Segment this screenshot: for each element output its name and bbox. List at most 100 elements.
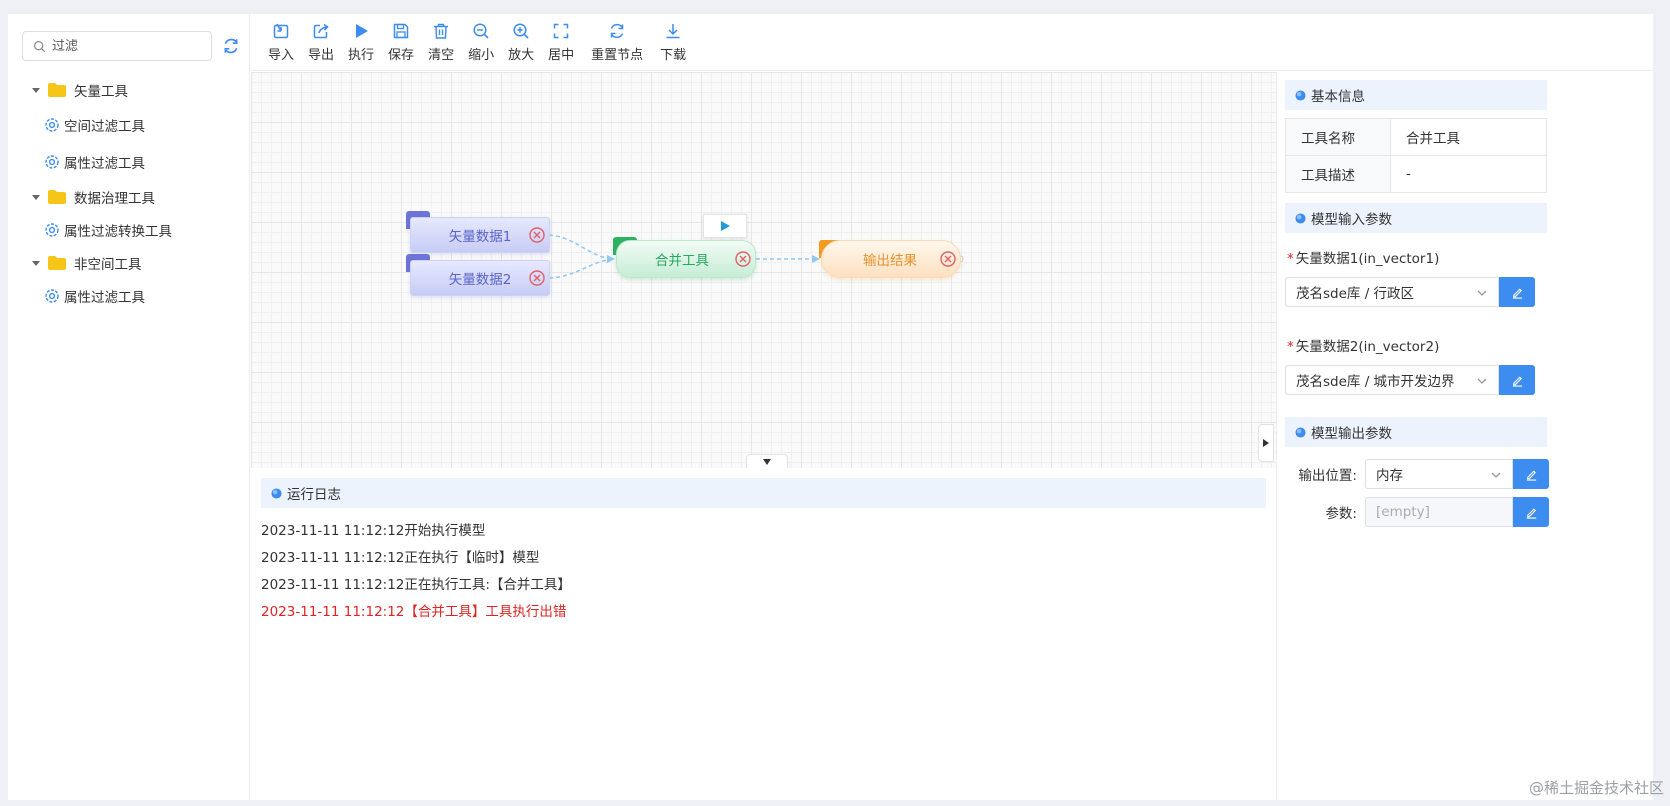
node-run-button[interactable]: [703, 214, 747, 238]
badge-icon: [271, 487, 282, 499]
log-lines: 2023-11-11 11:12:12开始执行模型 2023-11-11 11:…: [251, 508, 1276, 626]
arrow-head: [812, 255, 820, 263]
search-icon: [34, 40, 46, 52]
node-label: 矢量数据2: [448, 272, 512, 288]
tree-leaf-label: 属性过滤工具: [64, 289, 145, 306]
toolbar-label: 导入: [268, 48, 295, 63]
toolbar-label: 放大: [508, 48, 535, 63]
chevron-down-icon: [1491, 472, 1501, 478]
log-title: 运行日志: [287, 487, 341, 503]
edit-button[interactable]: [1499, 277, 1535, 307]
zoom-in-button[interactable]: 放大: [501, 22, 541, 63]
fullscreen-icon: [553, 23, 569, 39]
edit-button[interactable]: [1499, 365, 1535, 395]
tree-folder-label: 非空间工具: [74, 256, 142, 273]
download-icon: [666, 24, 680, 39]
output-param-field[interactable]: [empty]: [1365, 497, 1513, 527]
import-icon: [273, 23, 289, 39]
tree-folder-label: 矢量工具: [74, 83, 128, 100]
play-icon: [721, 221, 730, 231]
param-label-text: 矢量数据2(in_vector2): [1295, 339, 1440, 355]
section-title: 模型输出参数: [1311, 426, 1392, 442]
tree-folder-vector-tools[interactable]: 矢量工具: [8, 72, 250, 107]
center-button[interactable]: 居中: [541, 22, 581, 63]
edit-button[interactable]: [1513, 497, 1549, 527]
in-vector2-select[interactable]: 茂名sde库 / 城市开发边界: [1285, 365, 1499, 395]
save-icon: [393, 23, 409, 39]
info-key: 工具名称: [1285, 118, 1391, 156]
caret-down-icon: [32, 194, 40, 200]
clear-button[interactable]: 清空: [421, 22, 461, 63]
zoom-out-button[interactable]: 缩小: [461, 22, 501, 63]
tool-sidebar: 矢量工具 空间过滤工具 属性过滤工具 数据治理工具 属性过滤转换工具: [8, 14, 250, 800]
toolbar: 导入 导出 执行 保存 清空 缩小 放大 居中: [251, 14, 1653, 71]
edit-icon: [1526, 469, 1536, 481]
log-line-error: 2023-11-11 11:12:12【合并工具】工具执行出错: [261, 604, 567, 620]
edit-icon: [1526, 507, 1536, 519]
filter-input-box[interactable]: [22, 31, 212, 61]
node-label: 矢量数据1: [448, 229, 512, 245]
info-value: 合并工具: [1390, 118, 1547, 156]
folder-icon: [48, 82, 66, 97]
log-line: 2023-11-11 11:12:12开始执行模型: [261, 523, 486, 539]
select-value: 内存: [1376, 468, 1403, 484]
chevron-down-icon: [1477, 290, 1487, 296]
tree-leaf-spatial-filter[interactable]: 空间过滤工具: [8, 107, 250, 142]
download-button[interactable]: 下载: [653, 22, 693, 63]
gear-icon: [45, 222, 59, 237]
tree-folder-data-governance[interactable]: 数据治理工具: [8, 179, 250, 214]
param-row: 茂名sde库 / 行政区: [1285, 277, 1653, 307]
delete-icon[interactable]: [939, 250, 957, 268]
node-vector-data-1[interactable]: 矢量数据1: [410, 217, 550, 253]
model-canvas[interactable]: 矢量数据1 矢量数据2 合并工具 输出结果: [251, 72, 1276, 468]
tree-leaf-attribute-filter-convert[interactable]: 属性过滤转换工具: [8, 212, 250, 247]
toolbar-label: 执行: [348, 48, 375, 63]
output-location-label: 输出位置:: [1298, 468, 1357, 484]
toolbar-label: 导出: [308, 48, 335, 63]
toolbar-label: 下载: [660, 48, 687, 63]
section-title: 模型输入参数: [1311, 212, 1392, 228]
output-param-label: 参数:: [1325, 506, 1357, 522]
basic-info-header: 基本信息: [1285, 80, 1547, 110]
refresh-icon[interactable]: [222, 37, 240, 55]
required-mark: *: [1287, 339, 1294, 355]
app-window: 矢量工具 空间过滤工具 属性过滤工具 数据治理工具 属性过滤转换工具: [8, 14, 1653, 800]
reset-nodes-button[interactable]: 重置节点: [581, 22, 653, 63]
caret-down-icon: [763, 459, 771, 465]
table-row: 工具名称 合并工具: [1285, 118, 1547, 156]
log-line: 2023-11-11 11:12:12正在执行工具:【合并工具】: [261, 577, 571, 593]
delete-icon[interactable]: [528, 226, 546, 244]
import-button[interactable]: 导入: [261, 22, 301, 63]
collapse-panel-button[interactable]: [1258, 424, 1274, 462]
save-button[interactable]: 保存: [381, 22, 421, 63]
node-vector-data-2[interactable]: 矢量数据2: [410, 260, 550, 296]
select-value: 茂名sde库 / 行政区: [1296, 286, 1415, 302]
node-merge-tool[interactable]: 合并工具: [616, 240, 756, 278]
gear-icon: [45, 117, 59, 132]
export-button[interactable]: 导出: [301, 22, 341, 63]
toolbar-label: 重置节点: [591, 48, 644, 63]
in-vector1-select[interactable]: 茂名sde库 / 行政区: [1285, 277, 1499, 307]
caret-down-icon: [32, 260, 40, 266]
output-location-select[interactable]: 内存: [1365, 459, 1513, 489]
execute-button[interactable]: 执行: [341, 22, 381, 63]
tree-leaf-attribute-filter-2[interactable]: 属性过滤工具: [8, 278, 250, 313]
watermark: @稀土掘金技术社区: [1528, 779, 1664, 797]
param-row: 茂名sde库 / 城市开发边界: [1285, 365, 1653, 395]
basic-info-table: 工具名称 合并工具 工具描述 -: [1285, 118, 1547, 193]
output-params-header: 模型输出参数: [1285, 417, 1547, 447]
refresh-icon: [610, 23, 624, 39]
arrow-head: [607, 255, 615, 263]
delete-icon[interactable]: [734, 250, 752, 268]
folder-icon: [48, 189, 66, 204]
filter-input[interactable]: [52, 38, 202, 54]
node-output-result[interactable]: 输出结果: [821, 240, 961, 278]
delete-icon[interactable]: [528, 269, 546, 287]
input-params-header: 模型输入参数: [1285, 203, 1547, 233]
tree-folder-label: 数据治理工具: [74, 190, 155, 207]
edge-vector2-merge: [548, 258, 614, 279]
edit-button[interactable]: [1513, 459, 1549, 489]
run-log-panel: 运行日志 2023-11-11 11:12:12开始执行模型 2023-11-1…: [251, 468, 1276, 800]
tree-leaf-attribute-filter[interactable]: 属性过滤工具: [8, 144, 250, 179]
tree-folder-non-spatial[interactable]: 非空间工具: [8, 245, 250, 280]
